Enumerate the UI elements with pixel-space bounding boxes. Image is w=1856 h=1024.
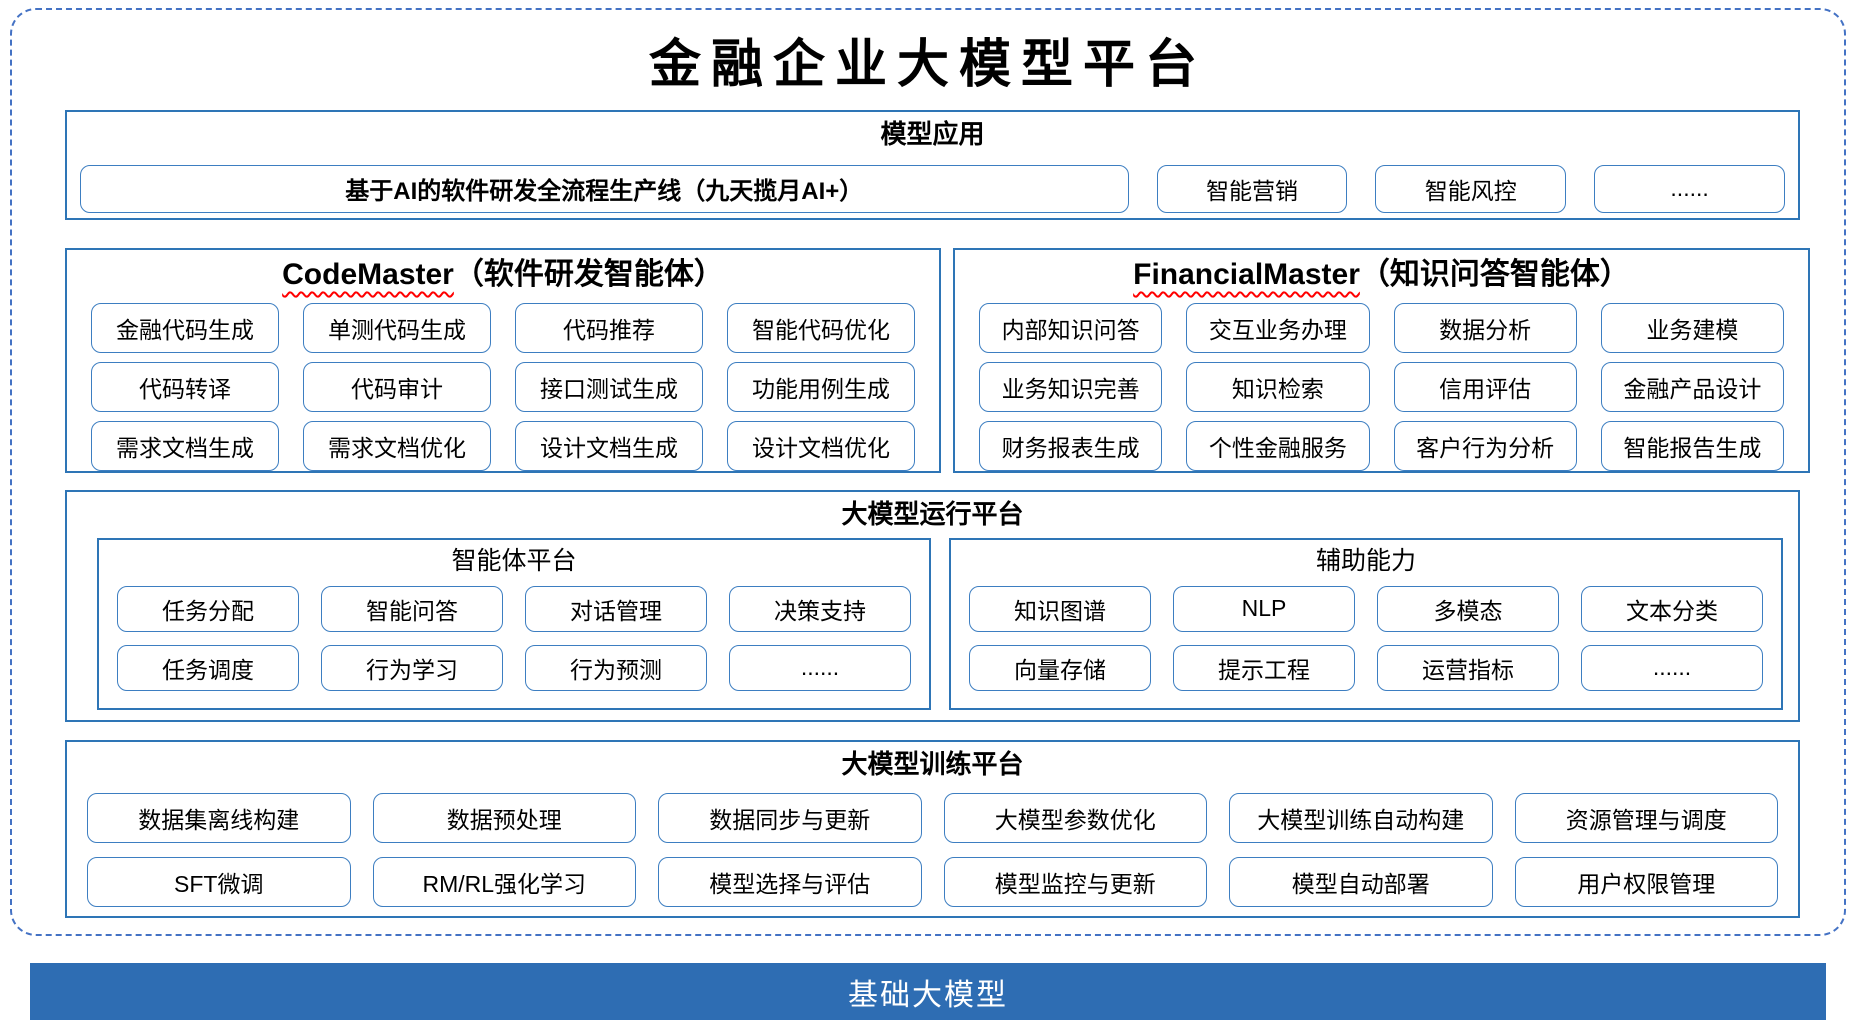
codemaster-title-suffix: （软件研发智能体）: [453, 258, 724, 291]
panel-agent-platform: 智能体平台 任务分配 智能问答 对话管理 决策支持 任务调度 行为学习 行为预测…: [97, 537, 931, 710]
codemaster-item: 单测代码生成: [303, 302, 491, 353]
agent-platform-title: 智能体平台: [451, 546, 577, 575]
codemaster-item: 需求文档优化: [303, 420, 491, 471]
training-item: 数据预处理: [372, 792, 636, 843]
training-item: SFT微调: [87, 856, 351, 907]
codemaster-item: 代码推荐: [515, 302, 703, 353]
agent-platform-item: 智能问答: [321, 585, 503, 632]
financialmaster-item: 智能报告生成: [1600, 420, 1784, 471]
aux-capability-item: NLP: [1173, 585, 1355, 632]
codemaster-grid: 金融代码生成 单测代码生成 代码推荐 智能代码优化 代码转译 代码审计 接口测试…: [91, 302, 915, 471]
financialmaster-item: 交互业务办理: [1186, 302, 1370, 353]
training-item: 数据同步与更新: [658, 792, 922, 843]
agent-platform-item: 任务分配: [117, 585, 299, 632]
codemaster-title-en: CodeMaster: [282, 258, 454, 291]
codemaster-item: 设计文档优化: [727, 420, 915, 471]
agent-platform-item: 行为学习: [321, 644, 503, 691]
section-codemaster: CodeMaster（软件研发智能体） 金融代码生成 单测代码生成 代码推荐 智…: [65, 248, 941, 473]
model-app-item-ellipsis: ......: [1594, 164, 1785, 213]
financialmaster-item: 客户行为分析: [1393, 420, 1577, 471]
section-runtime-platform: 大模型运行平台 智能体平台 任务分配 智能问答 对话管理 决策支持 任务调度 行…: [65, 490, 1800, 722]
financialmaster-item: 业务建模: [1600, 302, 1784, 353]
agents-row: CodeMaster（软件研发智能体） 金融代码生成 单测代码生成 代码推荐 智…: [65, 248, 1810, 473]
page-title: 金融企业大模型平台: [648, 34, 1207, 95]
section-financialmaster: FinancialMaster（知识问答智能体） 内部知识问答 交互业务办理 数…: [953, 248, 1810, 473]
platform-outer-border: [10, 8, 1846, 936]
model-app-item: 智能营销: [1156, 164, 1348, 213]
codemaster-item: 功能用例生成: [727, 361, 915, 412]
financialmaster-title: FinancialMaster（知识问答智能体）: [979, 256, 1784, 294]
panel-aux-capabilities: 辅助能力 知识图谱 NLP 多模态 文本分类 向量存储 提示工程 运营指标 ..…: [949, 537, 1783, 710]
codemaster-item: 代码审计: [303, 361, 491, 412]
foundation-model-label: 基础大模型: [848, 978, 1008, 1012]
financialmaster-grid: 内部知识问答 交互业务办理 数据分析 业务建模 业务知识完善 知识检索 信用评估…: [979, 302, 1784, 471]
financialmaster-title-suffix: （知识问答智能体）: [1359, 258, 1630, 291]
model-app-pipeline-box: 基于AI的软件研发全流程生产线（九天揽月AI+）: [80, 164, 1129, 213]
section-training-platform: 大模型训练平台 数据集离线构建 数据预处理 数据同步与更新 大模型参数优化 大模…: [65, 740, 1800, 918]
training-item: 大模型训练自动构建: [1229, 792, 1493, 843]
model-apps-row: 基于AI的软件研发全流程生产线（九天揽月AI+） 智能营销 智能风控 .....…: [67, 164, 1798, 213]
aux-capability-item: 运营指标: [1377, 644, 1559, 691]
training-platform-grid: 数据集离线构建 数据预处理 数据同步与更新 大模型参数优化 大模型训练自动构建 …: [67, 792, 1798, 907]
codemaster-item: 设计文档生成: [515, 420, 703, 471]
codemaster-item: 金融代码生成: [91, 302, 279, 353]
agent-platform-item: 任务调度: [117, 644, 299, 691]
agent-platform-item: 行为预测: [525, 644, 707, 691]
agent-platform-item: 决策支持: [729, 585, 911, 632]
agent-platform-item-ellipsis: ......: [729, 644, 911, 691]
aux-capability-item: 知识图谱: [969, 585, 1151, 632]
section-model-apps: 模型应用 基于AI的软件研发全流程生产线（九天揽月AI+） 智能营销 智能风控 …: [65, 110, 1800, 220]
training-item: 资源管理与调度: [1514, 792, 1778, 843]
aux-capability-item: 多模态: [1377, 585, 1559, 632]
codemaster-item: 需求文档生成: [91, 420, 279, 471]
financialmaster-item: 个性金融服务: [1186, 420, 1370, 471]
financialmaster-item: 知识检索: [1186, 361, 1370, 412]
training-item: 数据集离线构建: [87, 792, 351, 843]
financialmaster-item: 信用评估: [1393, 361, 1577, 412]
training-item: 模型自动部署: [1229, 856, 1493, 907]
model-app-item: 智能风控: [1375, 164, 1567, 213]
codemaster-item: 接口测试生成: [515, 361, 703, 412]
financialmaster-item: 数据分析: [1393, 302, 1577, 353]
aux-capability-item: 向量存储: [969, 644, 1151, 691]
aux-capabilities-title: 辅助能力: [1315, 546, 1416, 575]
training-item: 大模型参数优化: [943, 792, 1207, 843]
codemaster-item: 智能代码优化: [727, 302, 915, 353]
agent-platform-item: 对话管理: [525, 585, 707, 632]
aux-capabilities-grid: 知识图谱 NLP 多模态 文本分类 向量存储 提示工程 运营指标 ......: [969, 585, 1763, 691]
training-item: RM/RL强化学习: [372, 856, 636, 907]
section-model-apps-title: 模型应用: [880, 119, 985, 149]
financialmaster-item: 业务知识完善: [979, 361, 1163, 412]
runtime-row: 智能体平台 任务分配 智能问答 对话管理 决策支持 任务调度 行为学习 行为预测…: [67, 537, 1798, 710]
aux-capability-item-ellipsis: ......: [1581, 644, 1763, 691]
runtime-platform-title: 大模型运行平台: [841, 499, 1024, 529]
foundation-model-bar: 基础大模型: [30, 963, 1826, 1020]
training-platform-title: 大模型训练平台: [841, 749, 1024, 779]
financialmaster-title-en: FinancialMaster: [1133, 258, 1360, 291]
financialmaster-item: 金融产品设计: [1600, 361, 1784, 412]
training-item: 模型选择与评估: [658, 856, 922, 907]
aux-capability-item: 文本分类: [1581, 585, 1763, 632]
agent-platform-grid: 任务分配 智能问答 对话管理 决策支持 任务调度 行为学习 行为预测 .....…: [117, 585, 911, 691]
codemaster-item: 代码转译: [91, 361, 279, 412]
training-item: 用户权限管理: [1514, 856, 1778, 907]
aux-capability-item: 提示工程: [1173, 644, 1355, 691]
codemaster-title: CodeMaster（软件研发智能体）: [91, 256, 915, 294]
financialmaster-item: 内部知识问答: [979, 302, 1163, 353]
training-item: 模型监控与更新: [943, 856, 1207, 907]
financialmaster-item: 财务报表生成: [979, 420, 1163, 471]
